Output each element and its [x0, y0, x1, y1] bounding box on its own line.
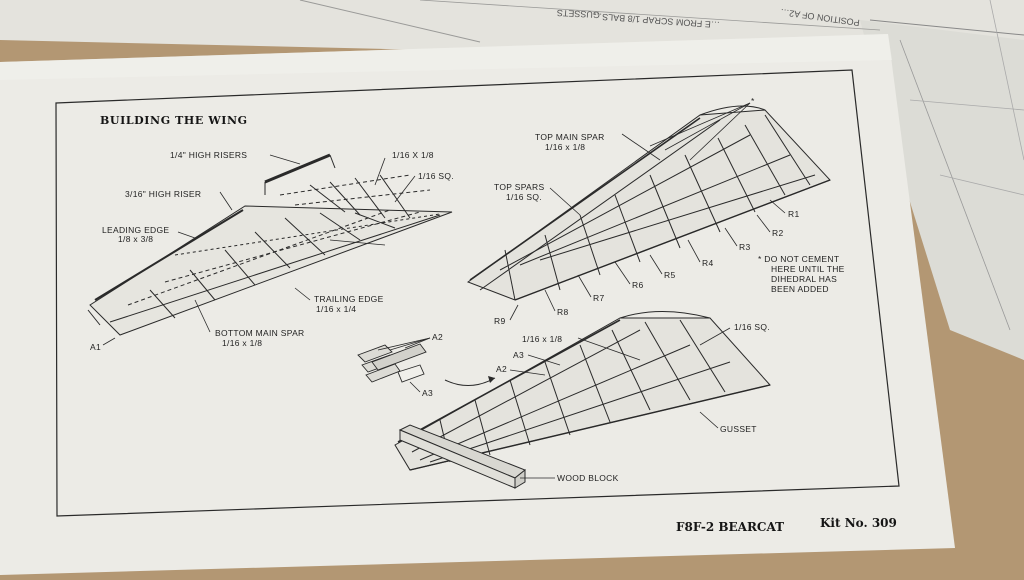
label-left-1-16x1-8: 1/16 X 1/8 — [392, 150, 434, 160]
right-wing-leaders — [509, 102, 786, 321]
left-wing-leaders — [102, 154, 416, 346]
label-leading-edge: LEADING EDGE — [102, 225, 169, 235]
gusset-parts-drawing — [357, 343, 427, 383]
label-quarter-inch-risers: 1/4" HIGH RISERS — [170, 150, 247, 160]
label-wood-block: WOOD BLOCK — [557, 473, 619, 483]
bottom-wing-drawing — [394, 311, 771, 489]
note-line-2: HERE UNTIL THE — [771, 264, 845, 274]
label-rib-r2: R2 — [772, 228, 783, 238]
label-bottom-main-spar: BOTTOM MAIN SPAR — [215, 328, 305, 338]
label-left-1-16-sq: 1/16 SQ. — [418, 171, 454, 181]
label-3-16-riser: 3/16" HIGH RISER — [125, 189, 201, 199]
bg-text-gussets: GUSSETS — [557, 8, 600, 20]
gusset-leaders — [377, 337, 431, 393]
bottom-wing-leaders — [509, 327, 731, 479]
section-title: BUILDING THE WING — [100, 114, 248, 127]
label-gusset-a2: A2 — [432, 332, 443, 342]
diagram-frame — [55, 69, 900, 517]
label-part-a1: A1 — [90, 342, 101, 352]
label-gusset: GUSSET — [720, 424, 757, 434]
label-top-spars: TOP SPARS — [494, 182, 544, 192]
label-leading-edge-size: 1/8 x 3/8 — [118, 234, 153, 244]
label-rib-r3: R3 — [739, 242, 750, 252]
label-asterisk: * — [751, 96, 755, 106]
label-rib-r4: R4 — [702, 258, 713, 268]
note-line-1: * DO NOT CEMENT — [758, 254, 839, 264]
label-bottom-main-spar-size: 1/16 x 1/8 — [222, 338, 262, 348]
label-bottom-a2: A2 — [496, 364, 507, 374]
arrow-head — [488, 376, 495, 383]
label-top-main-spar: TOP MAIN SPAR — [535, 132, 605, 142]
label-trailing-edge-size: 1/16 x 1/4 — [316, 304, 356, 314]
right-wing-drawing — [466, 105, 831, 301]
footer-kit-number: Kit No. 309 — [820, 516, 897, 530]
label-top-spars-size: 1/16 SQ. — [506, 192, 542, 202]
label-trailing-edge: TRAILING EDGE — [314, 294, 384, 304]
label-top-main-spar-size: 1/16 x 1/8 — [545, 142, 585, 152]
label-rib-r7: R7 — [593, 293, 604, 303]
label-rib-r6: R6 — [632, 280, 643, 290]
label-rib-r5: R5 — [664, 270, 675, 280]
note-line-4: BEEN ADDED — [771, 284, 829, 294]
label-bottom-a3: A3 — [513, 350, 524, 360]
label-gusset-a3: A3 — [422, 388, 433, 398]
label-bottom-1-16x1-8: 1/16 x 1/8 — [522, 334, 562, 344]
left-wing-drawing — [87, 153, 453, 336]
footer-model-name: F8F-2 BEARCAT — [676, 520, 784, 534]
label-rib-r9: R9 — [494, 316, 505, 326]
label-rib-r1: R1 — [788, 209, 799, 219]
note-line-3: DIHEDRAL HAS — [771, 274, 837, 284]
label-rib-r8: R8 — [557, 307, 568, 317]
label-bottom-1-16-sq: 1/16 SQ. — [734, 322, 770, 332]
